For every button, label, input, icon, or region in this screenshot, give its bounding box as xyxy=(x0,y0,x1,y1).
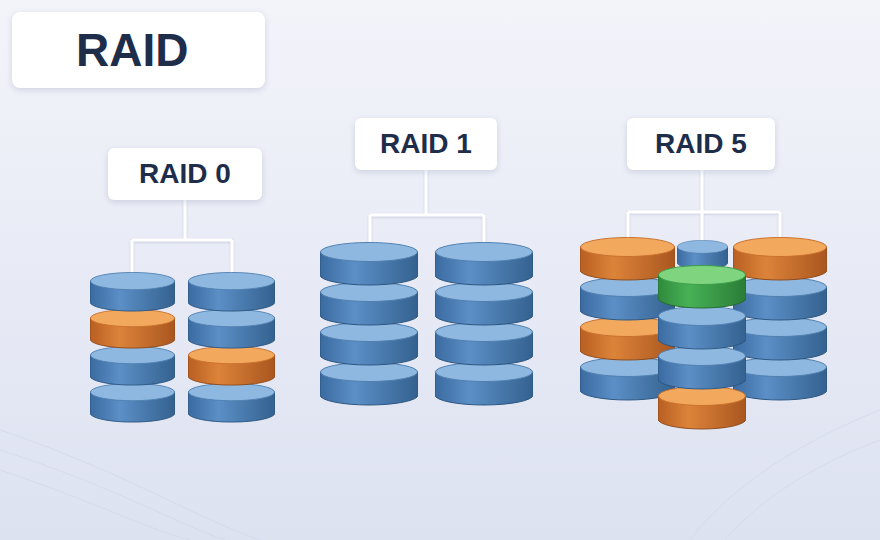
title: RAID xyxy=(76,23,188,77)
disk xyxy=(90,272,175,311)
raid-label-box: RAID 1 xyxy=(355,118,497,170)
raid0-disks xyxy=(90,272,275,422)
raid0-bracket xyxy=(132,200,232,272)
disk xyxy=(320,243,418,286)
raid-level-label: RAID 1 xyxy=(380,128,472,160)
raid5-disks xyxy=(580,238,827,430)
disk xyxy=(658,387,746,430)
disk xyxy=(320,323,418,366)
disk xyxy=(733,278,827,321)
disk xyxy=(188,309,275,348)
disk xyxy=(320,283,418,326)
raid-label-box: RAID 0 xyxy=(108,148,262,200)
disk xyxy=(435,243,533,286)
disk xyxy=(435,363,533,406)
parity-disk xyxy=(658,266,746,309)
disk xyxy=(435,283,533,326)
disk xyxy=(658,347,746,390)
disk xyxy=(188,346,275,385)
disk xyxy=(733,238,827,281)
disk xyxy=(733,318,827,361)
disk xyxy=(90,346,175,385)
disk xyxy=(90,309,175,348)
background-waves xyxy=(0,410,880,540)
raid1-disks xyxy=(320,243,533,406)
raid1-bracket xyxy=(370,170,484,242)
title-box: RAID xyxy=(12,12,265,88)
disk xyxy=(677,240,728,269)
raid-level-label: RAID 5 xyxy=(655,128,747,160)
disk xyxy=(320,363,418,406)
raid5-bracket xyxy=(628,170,780,242)
disk xyxy=(733,358,827,401)
disk xyxy=(90,383,175,422)
disk xyxy=(188,383,275,422)
raid-level-label: RAID 0 xyxy=(139,158,231,190)
disk xyxy=(435,323,533,366)
raid-label-box: RAID 5 xyxy=(627,118,775,170)
disk xyxy=(658,307,746,350)
disk xyxy=(188,272,275,311)
